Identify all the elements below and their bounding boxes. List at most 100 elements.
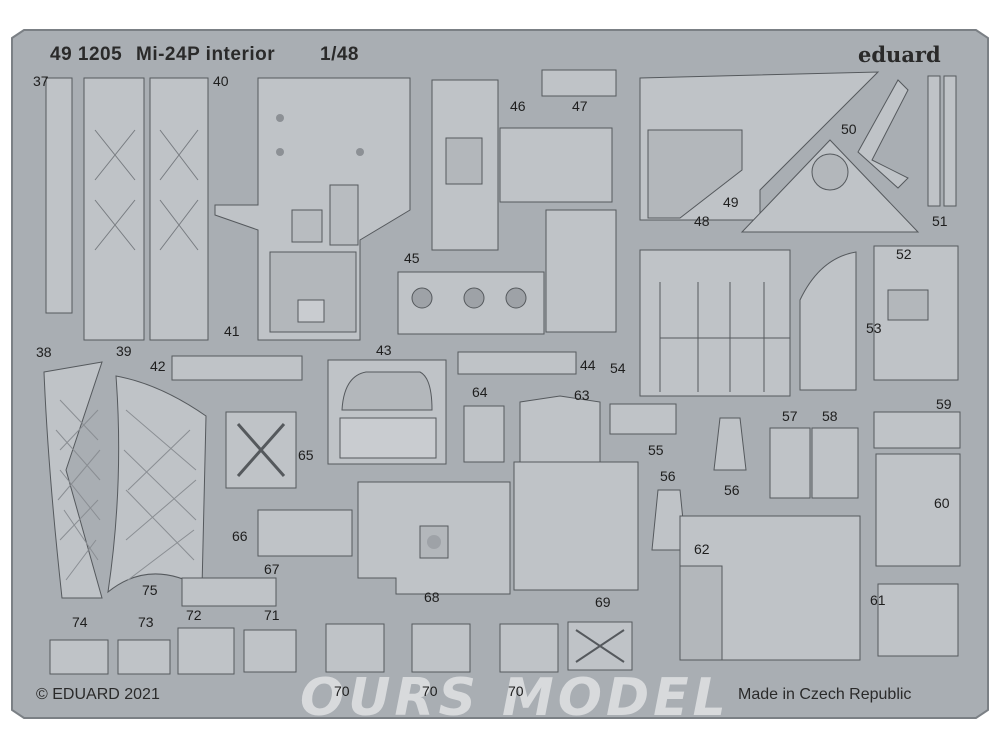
origin-text: Made in Czech Republic bbox=[738, 686, 912, 703]
part-73 bbox=[117, 639, 171, 675]
part-number: 43 bbox=[376, 342, 392, 358]
part-number: 71 bbox=[264, 607, 280, 623]
part-37 bbox=[45, 77, 73, 314]
part-54-grid bbox=[659, 282, 790, 392]
mesh-lines bbox=[55, 399, 197, 581]
part-41-hole-a bbox=[276, 114, 284, 122]
part-41 bbox=[214, 77, 411, 341]
part-45-dial-a bbox=[411, 287, 433, 309]
part-number: 47 bbox=[572, 98, 588, 114]
sheet-code: 49 1205 bbox=[50, 44, 123, 65]
part-number: 48 bbox=[694, 213, 710, 229]
part-69-x bbox=[575, 629, 625, 663]
part-42 bbox=[171, 355, 303, 381]
part-41-slot bbox=[297, 299, 325, 323]
part-number: 73 bbox=[138, 614, 154, 630]
part-56-a bbox=[713, 417, 747, 471]
part-number: 56 bbox=[660, 468, 676, 484]
part-57 bbox=[769, 427, 811, 499]
part-49-ring bbox=[811, 153, 849, 191]
part-44 bbox=[457, 351, 577, 375]
sheet-name: Mi-24P interior bbox=[136, 44, 276, 65]
part-46-screen bbox=[445, 137, 483, 185]
part-number: 66 bbox=[232, 528, 248, 544]
part-67 bbox=[181, 577, 277, 607]
part-number: 38 bbox=[36, 344, 52, 360]
part-number: 45 bbox=[404, 250, 420, 266]
part-40-left bbox=[83, 77, 145, 341]
part-number: 54 bbox=[610, 360, 626, 376]
part-45-dial-c bbox=[505, 287, 527, 309]
part-number: 74 bbox=[72, 614, 88, 630]
part-number: 53 bbox=[866, 320, 882, 336]
part-41-port bbox=[291, 209, 323, 243]
part-68-hole bbox=[427, 535, 441, 549]
part-number: 40 bbox=[213, 73, 229, 89]
part-51-b bbox=[943, 75, 957, 207]
part-number: 57 bbox=[782, 408, 798, 424]
part-41-hole-c bbox=[356, 148, 364, 156]
part-47 bbox=[541, 69, 617, 97]
part-48-inner bbox=[647, 129, 743, 219]
part-66 bbox=[257, 509, 353, 557]
part-43-cushion bbox=[339, 417, 437, 459]
part-number: 69 bbox=[595, 594, 611, 610]
part-43-back bbox=[341, 371, 433, 411]
part-number: 39 bbox=[116, 343, 132, 359]
part-72 bbox=[177, 627, 235, 675]
brand-logo: eduard bbox=[858, 42, 941, 67]
part-51-a bbox=[927, 75, 941, 207]
part-71 bbox=[243, 629, 297, 673]
part-46-panel bbox=[499, 127, 613, 203]
part-number: 72 bbox=[186, 607, 202, 623]
part-59 bbox=[873, 411, 961, 449]
copyright-text: © EDUARD 2021 bbox=[36, 686, 160, 703]
part-number: 67 bbox=[264, 561, 280, 577]
part-number: 61 bbox=[870, 592, 886, 608]
part-number: 64 bbox=[472, 384, 488, 400]
part-number: 37 bbox=[33, 73, 49, 89]
part-number: 46 bbox=[510, 98, 526, 114]
part-number: 62 bbox=[694, 541, 710, 557]
part-45-dial-b bbox=[463, 287, 485, 309]
part-number: 58 bbox=[822, 408, 838, 424]
part-70-b bbox=[411, 623, 471, 673]
part-60 bbox=[875, 453, 961, 567]
part-74 bbox=[49, 639, 109, 675]
part-number: 50 bbox=[841, 121, 857, 137]
sheet-scale: 1/48 bbox=[320, 44, 359, 65]
part-63-lower bbox=[513, 461, 639, 591]
part-number: 52 bbox=[896, 246, 912, 262]
part-number: 49 bbox=[723, 194, 739, 210]
part-number: 75 bbox=[142, 582, 158, 598]
part-65-x bbox=[236, 423, 286, 477]
part-number: 41 bbox=[224, 323, 240, 339]
part-number: 60 bbox=[934, 495, 950, 511]
part-41-hole-b bbox=[276, 148, 284, 156]
part-number: 51 bbox=[932, 213, 948, 229]
part-number: 59 bbox=[936, 396, 952, 412]
part-40-right bbox=[149, 77, 209, 341]
part-number: 65 bbox=[298, 447, 314, 463]
part-number: 56 bbox=[724, 482, 740, 498]
part-number: 70 bbox=[422, 683, 438, 699]
part-number: 63 bbox=[574, 387, 590, 403]
part-52-block bbox=[887, 289, 929, 321]
part-38 bbox=[43, 361, 103, 599]
part-64 bbox=[463, 405, 505, 463]
part-number: 70 bbox=[334, 683, 350, 699]
part-62-lid bbox=[679, 565, 723, 661]
part-61 bbox=[877, 583, 959, 657]
part-45-stack bbox=[545, 209, 617, 333]
part-39 bbox=[107, 375, 207, 594]
part-number: 70 bbox=[508, 683, 524, 699]
part-53 bbox=[799, 251, 857, 391]
watermark: OURS MODEL bbox=[300, 668, 730, 728]
part-number: 68 bbox=[424, 589, 440, 605]
part-number: 42 bbox=[150, 358, 166, 374]
part-50 bbox=[857, 79, 909, 189]
part-55 bbox=[609, 403, 677, 435]
part-41-hatch bbox=[329, 184, 359, 246]
